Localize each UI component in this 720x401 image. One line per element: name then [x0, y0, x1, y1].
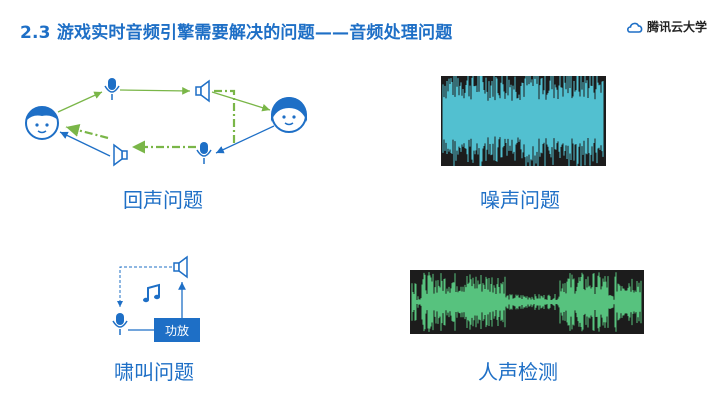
- cloud-icon: [627, 22, 643, 33]
- microphone-icon: [196, 142, 212, 164]
- vad-caption: 人声检测: [478, 360, 558, 384]
- speaker-icon: [173, 255, 188, 279]
- noise-waveform: [441, 76, 606, 166]
- amplifier-box: 功放: [154, 318, 200, 342]
- echo-diagram: [25, 78, 308, 167]
- echo-caption: 回声问题: [123, 188, 203, 212]
- logo-text: 腾讯云大学: [647, 20, 708, 34]
- voice-waveform: [410, 270, 644, 334]
- noise-caption: 噪声问题: [480, 188, 560, 212]
- boy-face-icon: [25, 106, 59, 140]
- brand-logo: 腾讯云大学: [626, 18, 707, 35]
- music-note-icon: [143, 283, 160, 303]
- speaker-icon: [195, 79, 210, 103]
- speaker-icon: [113, 143, 128, 167]
- slide-title: 2.3 游戏实时音频引擎需要解决的问题——音频处理问题: [20, 23, 453, 43]
- microphone-icon: [104, 78, 120, 100]
- howling-diagram: [112, 255, 188, 335]
- girl-face-icon: [270, 97, 308, 133]
- microphone-icon: [112, 313, 128, 335]
- howl-caption: 啸叫问题: [114, 360, 194, 384]
